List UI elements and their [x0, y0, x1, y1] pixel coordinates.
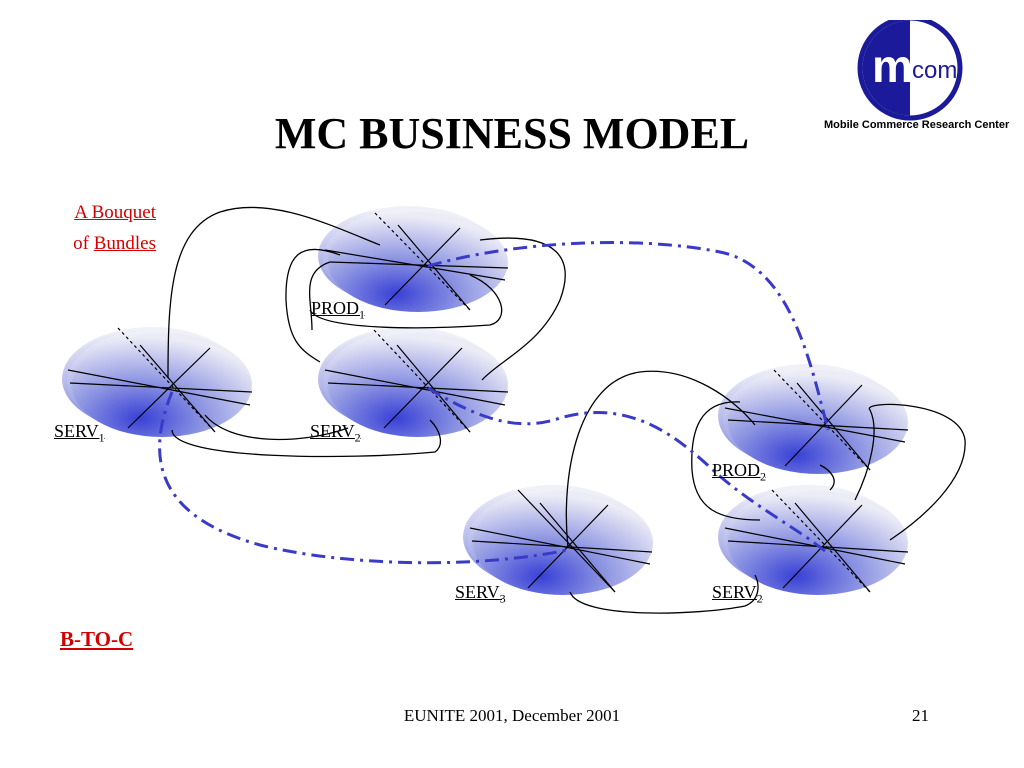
label-serv2b: SERV2	[712, 582, 763, 606]
slide-title: MC BUSINESS MODEL	[274, 109, 750, 158]
logo-letter: m	[872, 40, 913, 92]
footer-text: EUNITE 2001, December 2001	[403, 706, 621, 725]
node-prod2	[718, 364, 909, 474]
node-prod1	[318, 206, 509, 312]
bouquet-bundles: Bundles	[93, 233, 156, 254]
label-serv1: SERV1	[54, 421, 105, 445]
b-to-c-label: B-TO-C	[60, 627, 134, 651]
mcom-logo: m com	[857, 20, 963, 121]
logo-caption: Mobile Commerce Research Center	[824, 119, 1010, 131]
node-serv3	[463, 485, 653, 595]
label-prod1: PROD1	[311, 298, 366, 322]
page-number: 21	[912, 706, 929, 725]
label-serv2a: SERV2	[310, 421, 361, 445]
bundle-links	[158, 241, 830, 565]
bouquet-of: of	[73, 233, 89, 254]
label-serv3: SERV3	[455, 582, 506, 606]
bouquet-line1: A Bouquet	[74, 202, 156, 223]
label-prod2: PROD2	[712, 460, 767, 484]
node-serv2b	[718, 485, 909, 595]
node-serv2a	[318, 327, 509, 437]
solid-connectors	[167, 206, 966, 614]
logo-suffix: com	[912, 57, 957, 84]
node-serv1	[62, 327, 253, 437]
bouquet-line2: of Bundles	[42, 228, 156, 259]
bouquet-label: A Bouquet of Bundles	[42, 197, 156, 259]
